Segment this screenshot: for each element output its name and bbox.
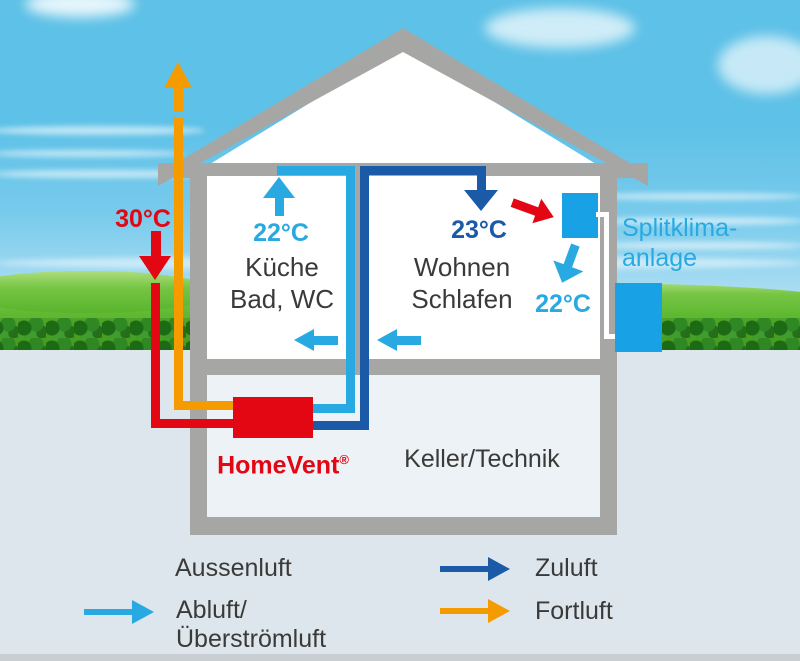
zuluft-pipe-ceiling [360, 166, 486, 175]
zuluft-legend-arrow-icon [440, 557, 510, 581]
fortluft-pipe-horizontal [174, 401, 242, 410]
legend: Aussenluft Zuluft Abluft/ Überströmluft … [0, 540, 800, 661]
sky-streak [0, 170, 215, 178]
basement-label: Keller/Technik [404, 445, 560, 473]
abluft-pipe-vertical [346, 166, 355, 413]
sky-streak [0, 126, 205, 135]
living-room-label: Wohnen Schlafen [411, 252, 513, 314]
outside-temp: 30°C [115, 205, 171, 233]
bottom-wall [190, 517, 617, 535]
ueberstroemluft-arrow-icon [294, 329, 338, 351]
abluft-pipe-ceiling [277, 166, 355, 175]
split-temp: 22°C [535, 290, 591, 318]
zuluft-pipe-vertical [360, 166, 369, 430]
sky-streak [595, 242, 800, 249]
roof [150, 18, 660, 208]
kitchen-room-label: Küche Bad, WC [229, 252, 335, 314]
left-wall [190, 170, 207, 535]
floor-bar [207, 359, 600, 375]
kitchen-temp: 22°C [253, 219, 309, 247]
split-outdoor-unit [615, 283, 662, 352]
cloud [25, 0, 135, 17]
fortluft-legend-label: Fortluft [535, 597, 613, 625]
split-connection-pipe [604, 212, 609, 339]
aussenluft-pipe-vertical [151, 283, 160, 423]
middle-wall [354, 176, 360, 359]
splitklima-label: Splitklima- anlage [622, 214, 738, 272]
aussenluft-pipe-horizontal [151, 419, 237, 428]
homevent-unit [233, 397, 313, 438]
ueberstroemluft-arrow-icon [377, 329, 421, 351]
abluft-pipe-basement [305, 404, 355, 413]
abluft-legend-arrow-icon [84, 600, 154, 624]
ground-edge [0, 654, 800, 661]
zuluft-pipe-basement [305, 421, 369, 430]
split-indoor-unit [562, 193, 598, 238]
sky-streak [0, 150, 185, 157]
cloud [485, 8, 635, 48]
fortluft-legend-arrow-icon [440, 599, 510, 623]
split-connection-pipe [604, 334, 617, 339]
fortluft-pipe-vertical [174, 118, 183, 408]
cloud [718, 36, 800, 94]
aussenluft-legend-label: Aussenluft [175, 554, 292, 582]
sky-streak [600, 217, 800, 225]
zuluft-legend-label: Zuluft [535, 554, 598, 582]
homevent-label: HomeVent® [217, 451, 349, 480]
sky-streak [590, 193, 800, 200]
living-temp: 23°C [451, 216, 507, 244]
split-connection-pipe [596, 212, 608, 217]
abluft-legend-label: Abluft/ Überströmluft [176, 596, 327, 653]
